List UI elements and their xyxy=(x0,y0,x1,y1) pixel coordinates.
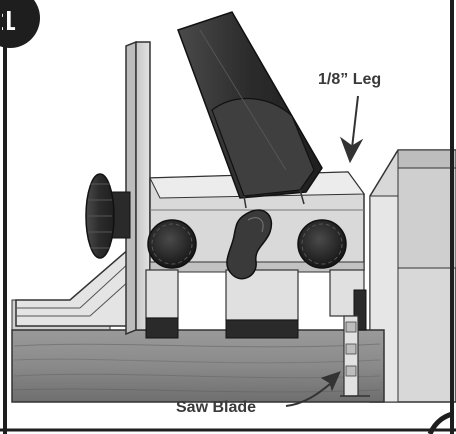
leg-label: 1/8” Leg xyxy=(318,71,381,88)
step-number: 1 xyxy=(0,5,16,36)
side-knob xyxy=(85,173,131,259)
arrow-right-icon xyxy=(285,371,341,407)
jig-fence-plate xyxy=(125,40,151,336)
blade-label: Saw Blade xyxy=(176,399,256,416)
clamp-knob-left xyxy=(147,219,197,269)
jig-handle xyxy=(177,11,323,209)
center-knob xyxy=(226,209,273,280)
arrow-down-icon xyxy=(339,95,364,164)
saw-blade xyxy=(340,315,370,397)
clamp-knob-right xyxy=(297,219,347,269)
